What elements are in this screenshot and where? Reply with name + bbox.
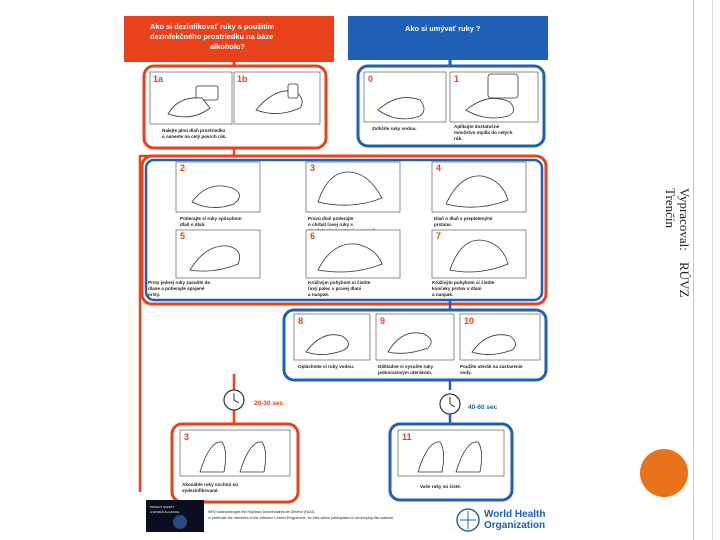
time-right: 40-60 sec: [468, 404, 498, 411]
hand-hygiene-poster: Ako si dezinfikovať ruky s použitím dezi…: [120, 14, 552, 534]
step-caption-10-line2: vody.: [460, 370, 472, 375]
step-caption-3-line2: o chrbát ľavej ruky s: [308, 222, 353, 227]
step-number-8: 8: [298, 316, 303, 326]
step-caption-6-line2: ľavý palec v pravej dlani: [308, 286, 361, 291]
step-number-1b: 1b: [237, 74, 248, 84]
step-caption-1-line3: rúk.: [454, 136, 462, 141]
step-number-3: 3: [310, 163, 315, 173]
step-number-10: 10: [464, 316, 474, 326]
step-caption-1a-line1: Nalejte plnú dlaň prostriedku: [162, 128, 225, 133]
step-caption-4-line1: Dlaň o dlaň s prepletenými: [434, 216, 492, 221]
step-number-4: 4: [436, 163, 441, 173]
step-number-11: 11: [402, 432, 412, 442]
step-caption-9-line2: jednorazovým uterákom.: [377, 370, 432, 375]
step-number-final-left: 3: [184, 432, 189, 442]
page-fold-line: [693, 0, 694, 540]
step-number-1a: 1a: [153, 74, 164, 84]
step-caption-3-line1: Pravú dlaň potierajte: [308, 216, 354, 221]
poster-graphic: Ako si dezinfikovať ruky s použitím dezi…: [124, 16, 548, 532]
step-caption-6-line3: a naopak.: [308, 292, 329, 297]
step-caption-final-left-line2: vydezinfikované.: [182, 488, 219, 493]
institution-label: RÚVZ: [677, 262, 692, 298]
step-caption-8: Opláchnite si ruky vodou.: [298, 364, 354, 369]
step-caption-2-line2: dlaň o dlaň.: [180, 222, 206, 227]
step-caption-2-line1: Potierajte si ruky spôsobom: [180, 216, 242, 221]
step-caption-1-line1: Aplikujte dostatočné: [454, 124, 500, 129]
city-label: Trenčín: [663, 188, 678, 228]
who-name-line1: World Health: [484, 509, 545, 520]
who-name-line2: Organization: [484, 520, 545, 531]
step-caption-5-line2: dlane a potierajte spojené: [148, 286, 205, 291]
header-right-banner: [348, 16, 548, 60]
step-caption-11: Vaše ruky sú čisté.: [420, 484, 461, 489]
badge-text-line2: A WORLD ALLIANCE: [150, 510, 179, 514]
step-number-6: 6: [310, 231, 315, 241]
footer-line1: WHO acknowledges the Hôpitaux Universita…: [208, 510, 315, 514]
step-number-0: 0: [368, 74, 373, 84]
step-caption-7-line3: a naopak.: [432, 292, 453, 297]
footer-line2: in particular the members of the Infecti…: [208, 516, 394, 520]
decorative-orange-circle: [640, 449, 688, 497]
step-caption-5-line3: prsty.: [148, 292, 160, 297]
step-caption-5-line1: Prsty jednej ruky zasuňte do: [148, 280, 210, 285]
page-edge-line: [712, 0, 713, 540]
time-left: 20-30 sec: [254, 400, 284, 407]
step-number-7: 7: [436, 231, 441, 241]
step-number-5: 5: [180, 231, 185, 241]
step-number-1: 1: [454, 74, 459, 84]
header-left-line2: dezinfekčného prostriedku na báze: [150, 32, 273, 41]
step-caption-10-line1: Použite uterák na zastavenie: [460, 364, 523, 369]
step-caption-7-line1: Krúživým pohybom si čistite: [432, 280, 495, 285]
step-caption-9-line1: Dôkladne si vysušte ruky: [378, 364, 434, 369]
step-caption-0: Zvlhčite ruky vodou.: [372, 126, 417, 131]
step-number-2: 2: [180, 163, 185, 173]
step-caption-final-left-line1: Akonáhle ruky oschnú sú: [182, 482, 238, 487]
step-caption-6-line1: Krúživým pohybom si čistite: [308, 280, 371, 285]
step-caption-4-line2: prstami.: [434, 222, 452, 227]
step-caption-1-line2: množstvo mydla do celých: [454, 130, 513, 135]
step-number-9: 9: [380, 316, 385, 326]
author-label: Vypracoval:: [677, 188, 692, 251]
header-left-banner: [124, 16, 334, 62]
header-left-line3: alkoholu?: [210, 42, 245, 51]
badge-text-line1: PATIENT SAFETY: [150, 505, 175, 509]
header-left-line1: Ako si dezinfikovať ruky s použitím: [150, 22, 275, 31]
header-right-title: Ako si umývať ruky ?: [405, 24, 481, 33]
step-caption-1a-line2: a naneste na celý povrch rúk.: [162, 134, 226, 139]
step-caption-7-line2: končeky prstov v dlani: [432, 286, 482, 291]
